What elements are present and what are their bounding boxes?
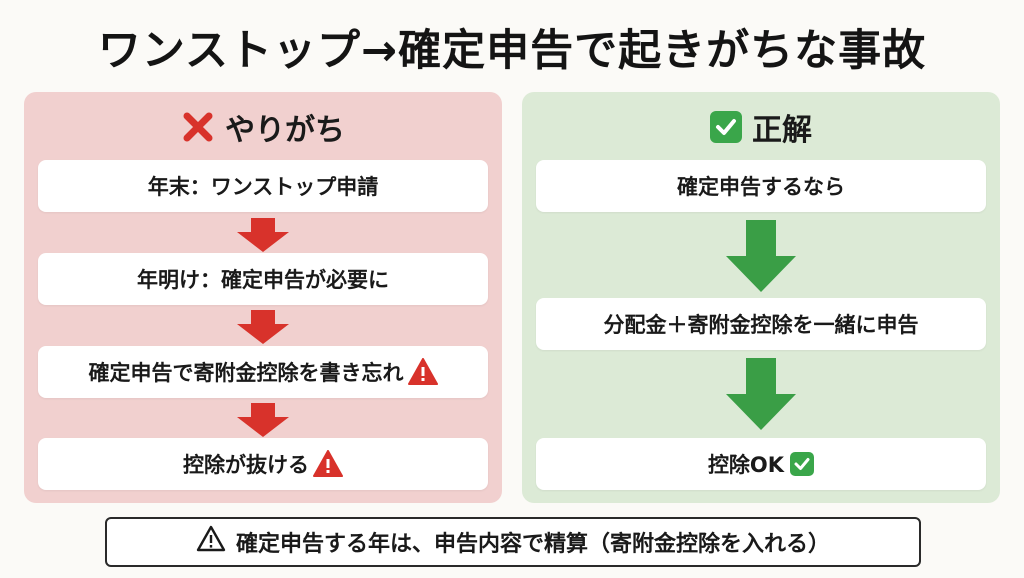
correct-heading-label: 正解 [752, 113, 812, 148]
down-arrow-icon [726, 358, 796, 430]
warning-icon [407, 358, 438, 386]
correct-step-3: 控除OK [536, 438, 986, 490]
correct-step-1: 確定申告するなら [536, 160, 986, 212]
warning-icon [313, 450, 343, 478]
mistake-panel: やりがち 年末：ワンストップ申請 年明け：確定申告が必要に 確定申告で寄附金控除… [24, 92, 502, 503]
page-title: ワンストップ→確定申告で起きがちな事故 [97, 26, 927, 76]
check-box-icon [790, 452, 815, 476]
summary-note-text: 確定申告する年は、申告内容で精算（寄附金控除を入れる） [235, 532, 830, 557]
mistake-heading-label: やりがち [225, 113, 345, 148]
summary-note: 確定申告する年は、申告内容で精算（寄附金控除を入れる） [105, 517, 921, 567]
down-arrow-icon [237, 218, 289, 252]
check-box-icon [710, 111, 742, 143]
correct-heading: 正解 [522, 104, 1000, 150]
correct-panel: 正解 確定申告するなら 分配金＋寄附金控除を一緒に申告 控除OK [522, 92, 1000, 503]
mistake-step-2: 年明け：確定申告が必要に [38, 253, 488, 305]
mistake-step-3: 確定申告で寄附金控除を書き忘れ [38, 346, 488, 398]
mistake-step-1: 年末：ワンストップ申請 [38, 160, 488, 212]
correct-step-2: 分配金＋寄附金控除を一緒に申告 [536, 298, 986, 350]
down-arrow-icon [726, 220, 796, 292]
down-arrow-icon [237, 310, 289, 344]
down-arrow-icon [237, 403, 289, 437]
cross-mark-icon [181, 110, 215, 144]
mistake-step-4: 控除が抜ける [38, 438, 488, 490]
warning-outline-icon [196, 525, 226, 559]
mistake-heading: やりがち [24, 104, 502, 150]
